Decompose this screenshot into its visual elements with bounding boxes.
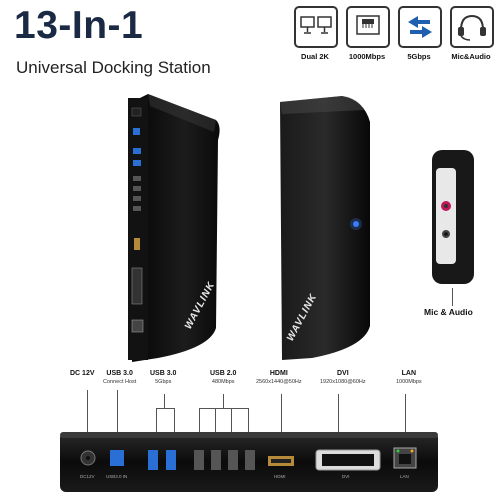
transfer-arrows-icon [398,6,442,48]
callout-line-lan [405,394,406,432]
panel-text-hdmi: HDMI [274,474,286,479]
feature-label: 1000Mbps [348,52,386,61]
feature-dual-2k: Dual 2K [294,6,338,61]
product-title: 13-In-1 [14,4,144,47]
panel-text-usb-in: USB3.0 IN [106,474,128,479]
feature-label: Dual 2K [301,52,329,61]
dock-front-view: WAVLINK [272,92,378,362]
feature-5gbps: 5Gbps [398,6,442,61]
callout-line-usb3-a [156,408,157,432]
feature-label: Mic&Audio [451,52,491,61]
callout-line-usb3-b [174,408,175,432]
dock-side-view: WAVLINK [118,92,222,362]
ethernet-port-icon [346,6,390,48]
callout-line-usb2-d [248,408,249,432]
callout-line-hdmi [281,394,282,432]
callout-line-usb2-a [199,408,200,432]
dual-monitor-icon [294,6,338,48]
callout-line-dvi [338,394,339,432]
port-label-dc: DC 12V [70,370,95,377]
headset-icon [450,6,494,48]
callout-line-usb3 [164,394,165,408]
callout-bracket-usb2 [199,408,248,409]
back-panel: DC12V USB3.0 IN HDMI DVI LAN [60,432,438,492]
callout-line-usb2 [223,394,224,408]
product-subtitle: Universal Docking Station [16,58,211,77]
mic-callout-line [452,288,453,306]
feature-mic-audio: Mic&Audio [450,6,494,61]
panel-text-dvi: DVI [342,474,350,479]
callout-line-usb2-c [231,408,232,432]
callout-bracket-usb3 [156,408,174,409]
feature-ethernet: 1000Mbps [346,6,390,61]
feature-label: 5Gbps [407,52,431,61]
callout-line-usb2-b [215,408,216,432]
callout-line-usb3-host [117,390,118,432]
panel-text-lan: LAN [400,474,409,479]
callout-line-dc [87,390,88,432]
mic-audio-closeup [428,148,478,288]
panel-text-dc: DC12V [80,474,95,479]
mic-audio-label: Mic & Audio [424,307,473,317]
